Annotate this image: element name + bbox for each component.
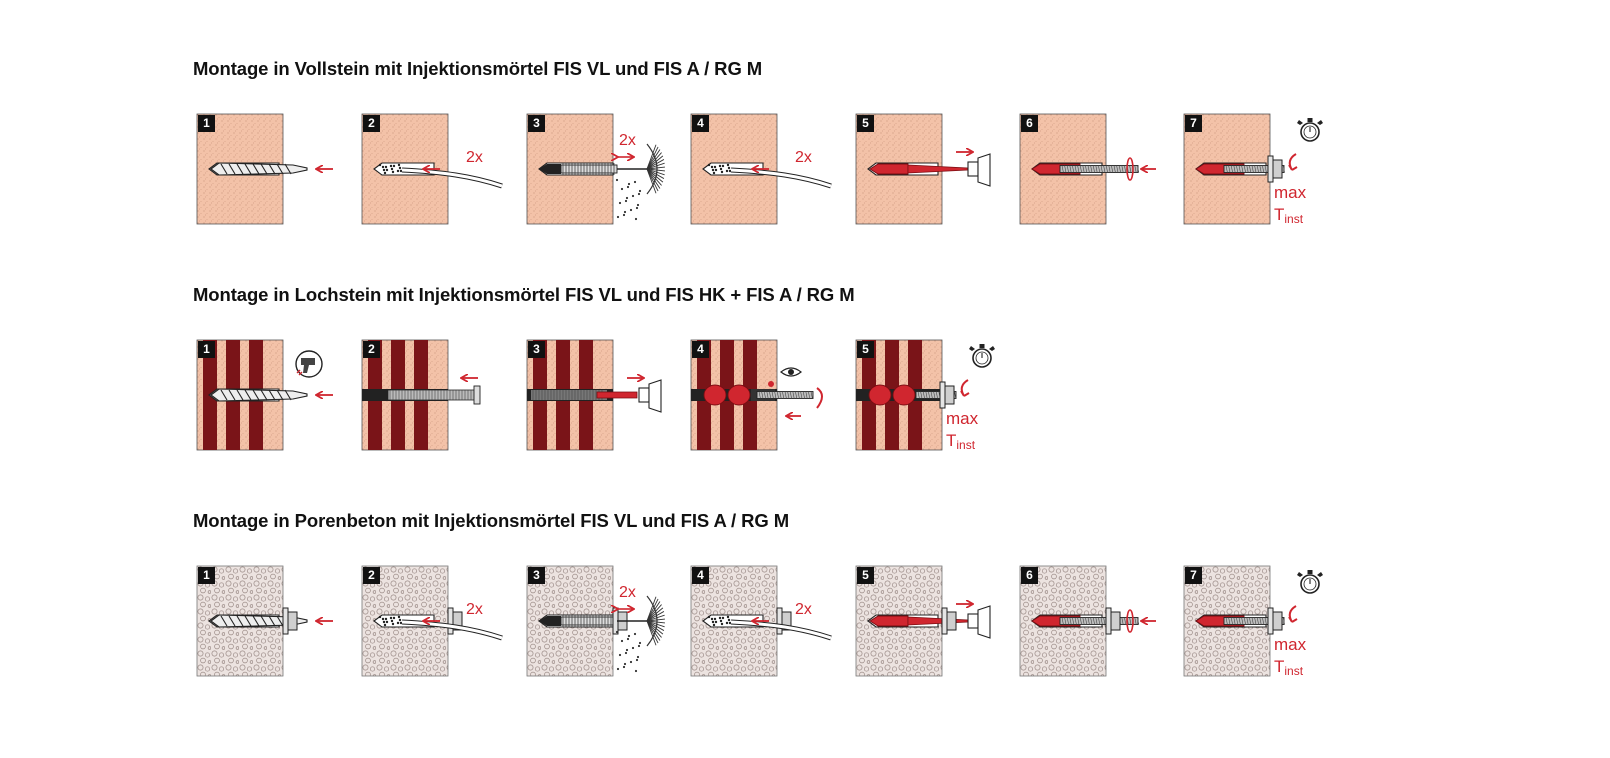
step-illustration: 2x xyxy=(690,113,832,225)
injection-nozzle-icon xyxy=(967,605,991,639)
step-illustration: 2x xyxy=(526,113,666,225)
step-3-brush: 2x 3 xyxy=(526,565,697,678)
step-1-drill: 1 xyxy=(196,565,367,678)
step-illustration xyxy=(196,339,333,451)
step-number-badge: 1 xyxy=(198,341,215,358)
torque-max-label: max xyxy=(946,409,979,428)
step-4-insert-rod-check: 4 xyxy=(690,339,861,452)
step-number-badge: 2 xyxy=(363,115,380,132)
step-4-blow: 2x 4 xyxy=(690,565,861,678)
hammer-drill-icon xyxy=(295,350,323,378)
step-6-insert-rod: 6 xyxy=(1019,565,1190,678)
step-illustration xyxy=(855,565,991,677)
section-vollstein: Montage in Vollstein mit Injektionsmörte… xyxy=(0,58,1610,233)
step-2-blow: 2x 2 xyxy=(361,565,532,678)
step-number-badge: 2 xyxy=(363,567,380,584)
step-illustration xyxy=(361,339,481,451)
step-6-insert-rod: 6 xyxy=(1019,113,1190,226)
stopwatch-icon xyxy=(969,344,995,368)
section-lochstein: Montage in Lochstein mit Injektionsmörte… xyxy=(0,284,1610,459)
step-number-badge: 3 xyxy=(528,567,545,584)
eye-icon xyxy=(780,367,802,377)
step-5-inject: 5 xyxy=(855,565,1026,678)
step-3-brush: 2x 3 xyxy=(526,113,697,226)
step-number-badge: 1 xyxy=(198,115,215,132)
step-illustration: 2x xyxy=(526,565,666,677)
step-2-blow: 2x 2 xyxy=(361,113,532,226)
step-number-badge: 4 xyxy=(692,115,709,132)
section-porenbeton: Montage in Porenbeton mit Injektionsmört… xyxy=(0,510,1610,685)
step-illustration xyxy=(196,565,333,677)
step-number-badge: 7 xyxy=(1185,115,1202,132)
step-illustration xyxy=(855,113,991,225)
step-number-badge: 5 xyxy=(857,341,874,358)
step-illustration xyxy=(526,339,662,451)
step-illustration: 2x xyxy=(690,565,832,677)
step-1-drill: 1 xyxy=(196,113,367,226)
torque-max-label: max xyxy=(1274,635,1307,654)
step-illustration: 2x xyxy=(361,565,503,677)
section-title: Montage in Lochstein mit Injektionsmörte… xyxy=(193,284,855,305)
step-1-drill: 1 xyxy=(196,339,367,452)
step-number-badge: 1 xyxy=(198,567,215,584)
brush-icon xyxy=(646,143,666,195)
step-3-inject: 3 xyxy=(526,339,697,452)
step-number-badge: 7 xyxy=(1185,567,1202,584)
step-2-insert-sleeve: 2 xyxy=(361,339,532,452)
stopwatch-icon xyxy=(1297,570,1323,594)
section-title: Montage in Porenbeton mit Injektionsmört… xyxy=(193,510,790,531)
repeat-label: 2x xyxy=(795,601,812,618)
step-number-badge: 6 xyxy=(1021,567,1038,584)
torque-t-label: Tinst xyxy=(1274,657,1304,678)
step-illustration: 2x xyxy=(361,113,503,225)
repeat-label: 2x xyxy=(466,601,483,618)
stopwatch-icon xyxy=(1297,118,1323,142)
repeat-label: 2x xyxy=(795,149,812,166)
repeat-label: 2x xyxy=(466,149,483,166)
step-illustration xyxy=(196,113,333,225)
step-number-badge: 5 xyxy=(857,115,874,132)
step-number-badge: 4 xyxy=(692,567,709,584)
step-illustration xyxy=(1019,565,1156,677)
repeat-label: 2x xyxy=(619,584,636,601)
step-number-badge: 5 xyxy=(857,567,874,584)
torque-max-label: max xyxy=(1274,183,1307,202)
brush-icon xyxy=(646,595,666,647)
injection-nozzle-icon xyxy=(967,153,991,187)
step-number-badge: 3 xyxy=(528,341,545,358)
step-number-badge: 6 xyxy=(1021,115,1038,132)
torque-t-label: Tinst xyxy=(946,431,976,452)
step-illustration xyxy=(1019,113,1156,225)
step-illustration xyxy=(690,339,823,451)
step-number-badge: 3 xyxy=(528,115,545,132)
repeat-label: 2x xyxy=(619,132,636,149)
injection-nozzle-icon xyxy=(638,379,662,413)
step-number-badge: 2 xyxy=(363,341,380,358)
torque-t-label: Tinst xyxy=(1274,205,1304,226)
step-4-blow: 2x 4 xyxy=(690,113,861,226)
step-number-badge: 4 xyxy=(692,341,709,358)
step-5-inject: 5 xyxy=(855,113,1026,226)
section-title: Montage in Vollstein mit Injektionsmörte… xyxy=(193,58,763,79)
